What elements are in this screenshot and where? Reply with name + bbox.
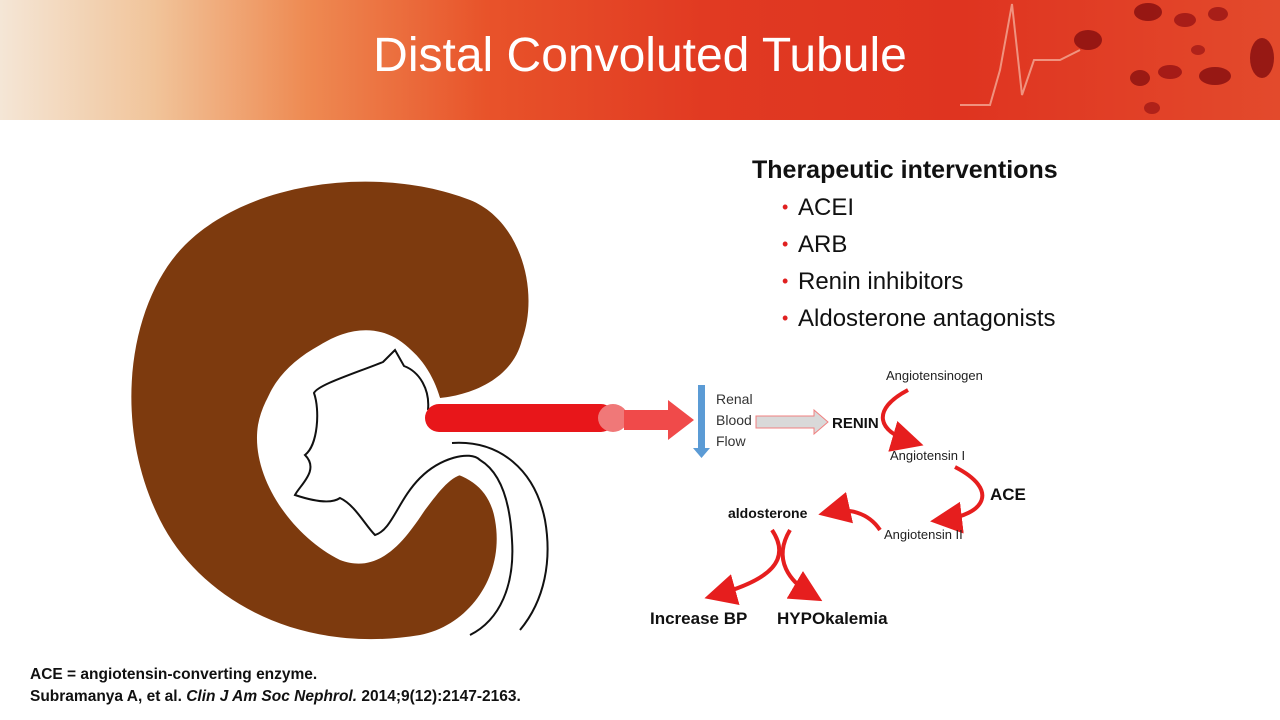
pathway-arrow — [930, 465, 985, 534]
angiotensin-2-label: Angiotensin II — [884, 527, 963, 542]
flow-label: Renal — [716, 391, 753, 407]
abbreviation-note: ACE = angiotensin-converting enzyme. — [30, 666, 318, 683]
flow-label: Flow — [716, 433, 746, 449]
aldosterone-label: aldosterone — [728, 505, 808, 521]
banner-decoration — [960, 3, 1274, 114]
flow-label: Blood — [716, 412, 752, 428]
bullet-icon: • — [782, 308, 789, 328]
footnote: ACE = angiotensin-converting enzyme. Sub… — [30, 664, 521, 708]
pathway-arrow — [880, 388, 924, 452]
therapeutic-interventions: Therapeutic interventions •ACEI •ARB •Re… — [752, 156, 1058, 337]
ureter — [451, 441, 549, 631]
citation-authors: Subramanya A, et al. — [30, 688, 182, 705]
kidney-shape — [131, 181, 529, 640]
list-item: •Renin inhibitors — [782, 263, 1058, 300]
hypokalemia-label: HYPOkalemia — [777, 609, 888, 628]
artery-arrow — [624, 400, 694, 440]
angiotensinogen-label: Angiotensinogen — [886, 368, 983, 383]
header-banner: Distal Convoluted Tubule — [0, 0, 1280, 120]
renin-label: RENIN — [832, 415, 879, 432]
artery-opening — [598, 404, 628, 432]
list-item: •Aldosterone antagonists — [782, 300, 1058, 337]
renal-sinus — [256, 335, 470, 564]
citation-details: 2014;9(12):2147-2163. — [361, 688, 521, 705]
gray-arrow — [755, 408, 829, 436]
bullet-icon: • — [782, 271, 789, 291]
renal-pelvis — [293, 348, 514, 636]
citation: Subramanya A, et al. Clin J Am Soc Nephr… — [30, 686, 521, 708]
pathway-arrow — [780, 528, 823, 602]
list-item: •ACEI — [782, 189, 1058, 226]
list-item: •ARB — [782, 226, 1058, 263]
ace-label: ACE — [990, 485, 1026, 504]
therapy-list: •ACEI •ARB •Renin inhibitors •Aldosteron… — [752, 189, 1058, 337]
angiotensin-1-label: Angiotensin I — [890, 448, 965, 463]
bullet-icon: • — [782, 234, 789, 254]
citation-journal: Clin J Am Soc Nephrol. — [186, 688, 358, 705]
bullet-icon: • — [782, 197, 789, 217]
slide-title: Distal Convoluted Tubule — [373, 29, 907, 82]
pathway-arrow — [818, 492, 882, 532]
renal-artery — [425, 404, 615, 432]
increase-bp-label: Increase BP — [650, 609, 747, 628]
blood-flow-arrow — [693, 385, 710, 458]
pathway-arrow — [704, 528, 782, 606]
therapy-heading: Therapeutic interventions — [752, 156, 1058, 184]
